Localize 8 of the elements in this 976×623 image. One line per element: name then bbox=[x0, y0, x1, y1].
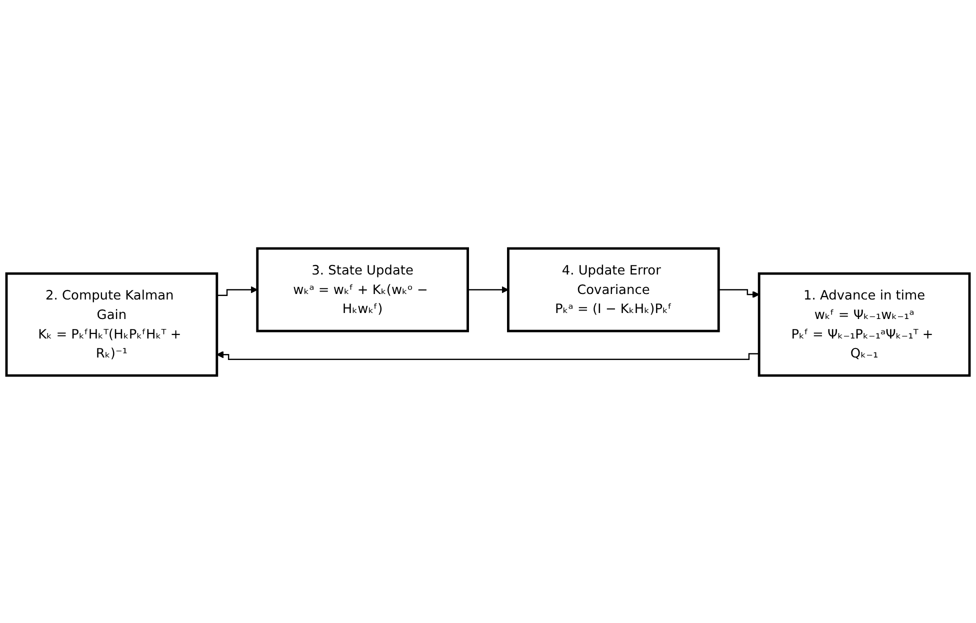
arrow bbox=[216, 286, 258, 296]
arrow bbox=[216, 350, 760, 360]
arrow bbox=[718, 288, 760, 298]
arrow bbox=[468, 286, 509, 293]
node-box: 4. Update Error Covariance Pₖᵃ = (I − KₖHₖ)Pₖᶠ bbox=[507, 246, 720, 332]
node-box: 2. Compute Kalman Gain Kₖ = PₖᶠHₖᵀ(HₖPₖᶠHₖᵀ + Rₖ)⁻¹ bbox=[5, 272, 218, 376]
node-box: 3. State Update wₖᵃ = wₖᶠ + Kₖ(wₖᵒ − Hₖwₖᶠ) bbox=[256, 246, 469, 332]
node-box: 1. Advance in time wₖᶠ = Ψₖ₋₁wₖ₋₁ᵃ Pₖᶠ = Ψₖ₋₁Pₖ₋₁ᵃΨₖ₋₁ᵀ + Qₖ₋₁ bbox=[758, 272, 971, 376]
